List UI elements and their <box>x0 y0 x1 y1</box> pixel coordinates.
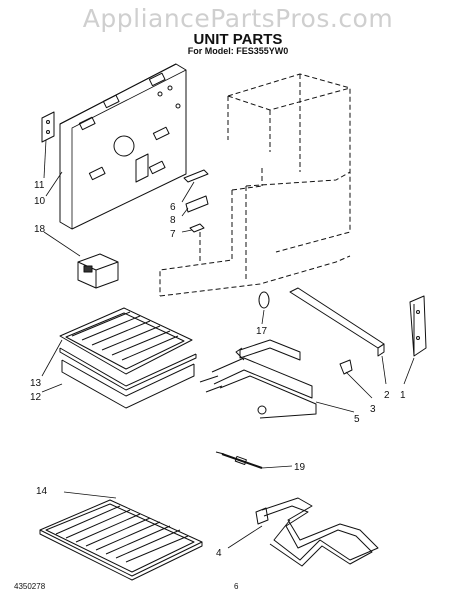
terminal-parts <box>183 169 209 233</box>
document-number: 4350278 <box>14 582 46 591</box>
back-panel <box>59 63 187 230</box>
broiler-pan <box>59 307 197 409</box>
control-box <box>77 253 119 289</box>
leader-lines <box>41 139 415 549</box>
broil-element <box>199 339 317 419</box>
callout-8: 8 <box>170 215 176 226</box>
callout-labels: 11 10 6 8 7 18 17 13 12 1 2 3 5 19 14 4 <box>30 180 406 559</box>
callout-1: 1 <box>400 390 406 401</box>
callout-2: 2 <box>384 390 390 401</box>
callout-19: 19 <box>294 462 306 473</box>
diagram-title: UNIT PARTS <box>193 31 283 48</box>
oven-sensor <box>215 451 263 469</box>
clip-part <box>258 291 270 309</box>
callout-3: 3 <box>370 404 376 415</box>
callout-18: 18 <box>34 224 46 235</box>
rear-bracket <box>41 111 55 143</box>
vent-bar <box>289 287 427 357</box>
callout-5: 5 <box>354 414 360 425</box>
watermark-text: AppliancePartsPros.com <box>82 4 394 33</box>
callout-4: 4 <box>216 548 222 559</box>
bake-element <box>255 497 379 567</box>
model-line: For Model: FES355YW0 <box>187 46 289 56</box>
callout-13: 13 <box>30 378 42 389</box>
oven-rack <box>39 499 203 581</box>
callout-14: 14 <box>36 486 48 497</box>
cabinet-outline <box>159 73 351 297</box>
callout-7: 7 <box>170 229 176 240</box>
bracket-small <box>339 359 353 375</box>
callout-6: 6 <box>170 202 176 213</box>
callout-10: 10 <box>34 196 46 207</box>
callout-12: 12 <box>30 392 42 403</box>
page-number: 6 <box>234 582 239 591</box>
callout-17: 17 <box>256 326 268 337</box>
callout-11: 11 <box>34 180 45 191</box>
